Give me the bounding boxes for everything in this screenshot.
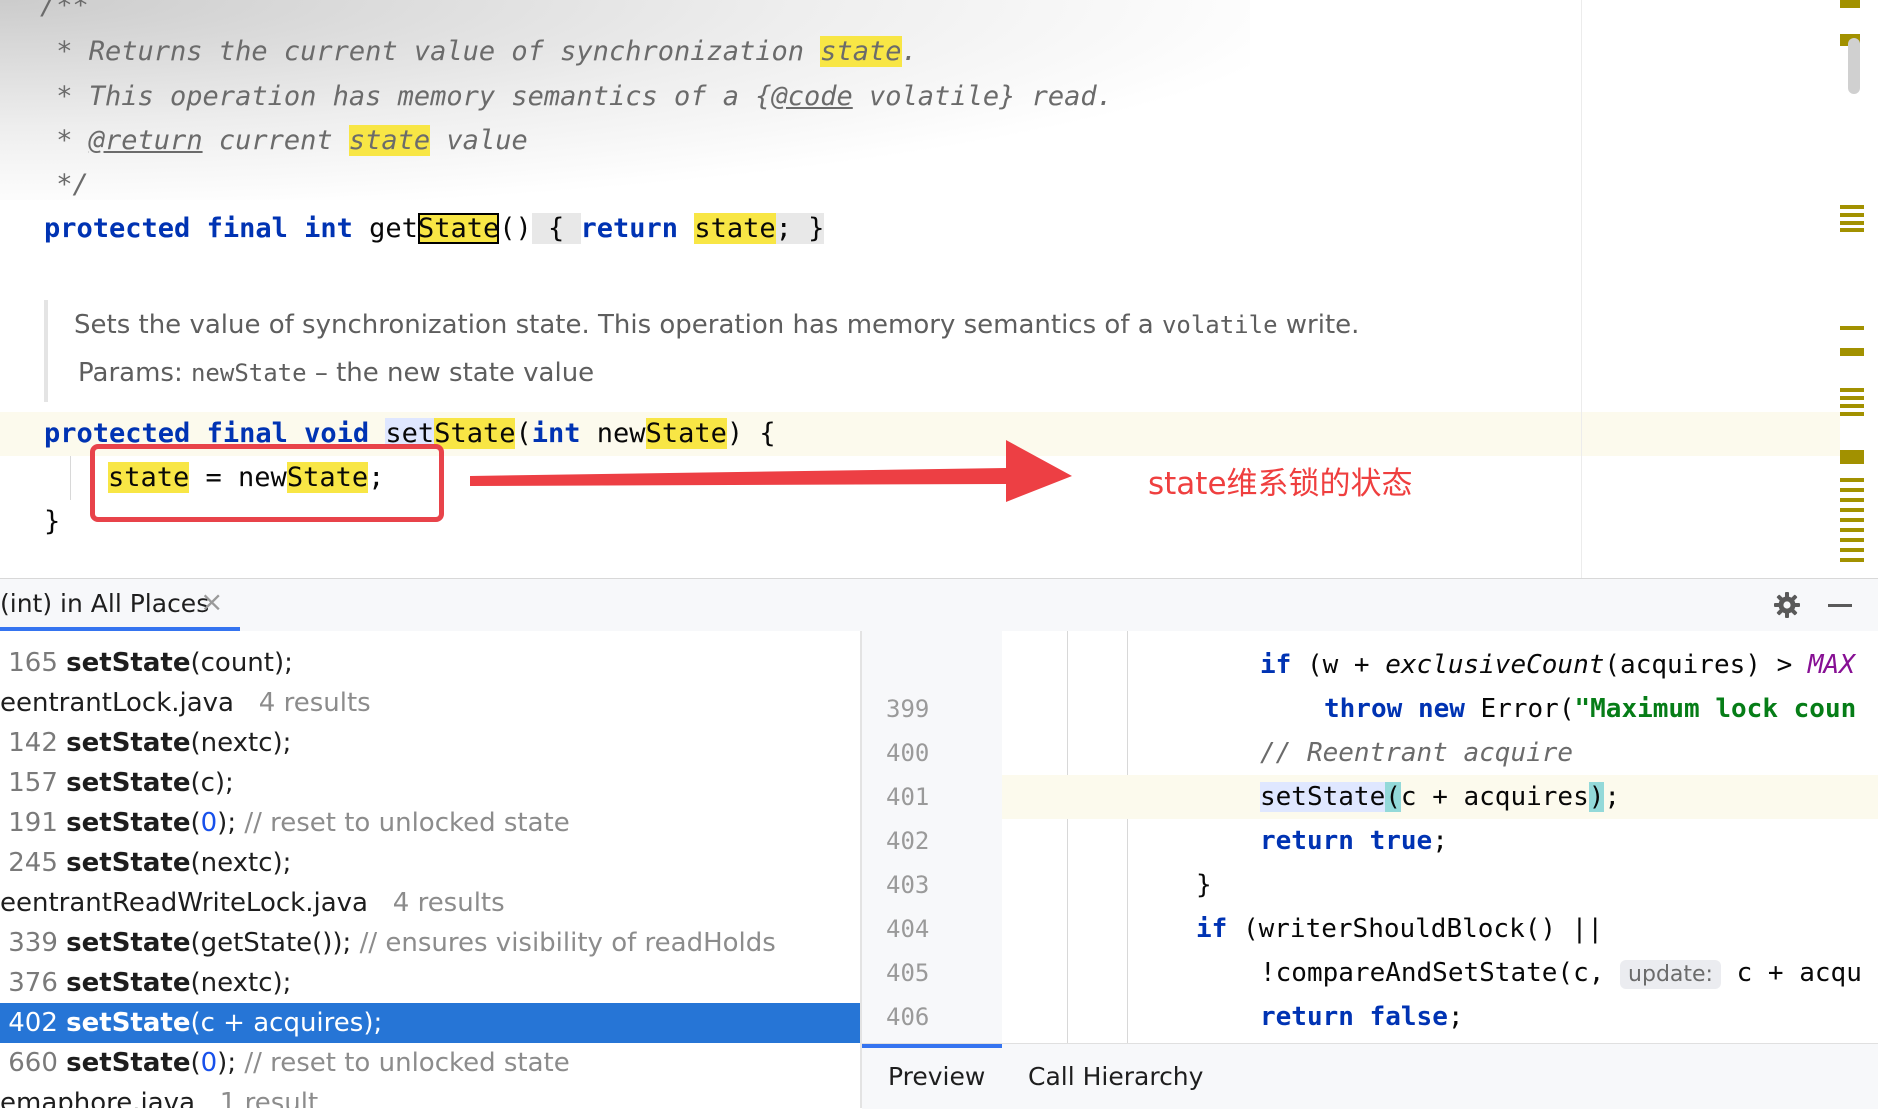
tab-call-hierarchy[interactable]: Call Hierarchy xyxy=(1028,1062,1204,1091)
result-row[interactable]: 191 setState(0); // reset to unlocked st… xyxy=(0,808,570,838)
usage-results-tree[interactable]: 165 setState(count); eentrantLock.java 4… xyxy=(0,631,860,1108)
tab-preview[interactable]: Preview xyxy=(888,1062,986,1091)
preview-line: 403 return true; xyxy=(862,819,1878,899)
result-file-group[interactable]: eentrantReadWriteLock.java 4 results xyxy=(0,888,505,918)
preview-line: 399 if (w + exclusiveCount(acquires) > M… xyxy=(862,643,1878,723)
scroll-marker xyxy=(1840,388,1864,392)
code-editor[interactable]: /** * Returns the current value of synch… xyxy=(0,0,1878,578)
find-tab-title[interactable]: (int) in All Places xyxy=(0,589,210,618)
result-row[interactable]: 165 setState(count); xyxy=(0,648,293,678)
active-tab-indicator xyxy=(0,627,240,631)
preview-current-line: setState(c + acquires); xyxy=(1002,775,1878,819)
setstate-declaration[interactable]: protected final void setState(int newSta… xyxy=(44,418,776,449)
javadoc-line: * @return current state value xyxy=(40,125,528,156)
scroll-marker xyxy=(1840,518,1864,522)
scroll-marker xyxy=(1840,450,1864,464)
panel-splitter[interactable] xyxy=(860,631,862,1108)
scroll-marker xyxy=(1840,404,1864,408)
gear-icon[interactable] xyxy=(1774,592,1800,618)
javadoc-line: * This operation has memory semantics of… xyxy=(40,81,1113,112)
scroll-marker xyxy=(1840,412,1864,416)
line-number: 399 xyxy=(886,695,930,723)
scroll-marker xyxy=(1840,528,1864,532)
result-row[interactable]: 157 setState(c); xyxy=(0,768,234,798)
parameter-hint: update: xyxy=(1620,960,1721,989)
scroll-marker xyxy=(1840,538,1864,542)
result-file-group[interactable]: eentrantLock.java 4 results xyxy=(0,688,371,718)
doc-description: Sets the value of synchronization state.… xyxy=(74,310,1360,340)
minimize-icon[interactable] xyxy=(1828,604,1852,607)
preview-line: 402 xyxy=(862,775,1002,855)
result-row[interactable]: 376 setState(nextc); xyxy=(0,968,292,998)
result-row[interactable]: 660 setState(0); // reset to unlocked st… xyxy=(0,1048,570,1078)
usage-preview-editor[interactable]: 399 if (w + exclusiveCount(acquires) > M… xyxy=(862,631,1878,1043)
line-number: 403 xyxy=(886,871,930,899)
line-number: 405 xyxy=(886,959,930,987)
scroll-marker xyxy=(1840,326,1864,330)
preview-line: 407 return false; xyxy=(862,995,1878,1039)
result-row-selected[interactable]: 402 setState(c + acquires); xyxy=(0,1003,860,1043)
line-number: 404 xyxy=(886,915,930,943)
getstate-declaration[interactable]: protected final int getState() { return … xyxy=(44,213,825,244)
annotation-label: state维系锁的状态 xyxy=(1148,466,1413,502)
indent-guide xyxy=(70,456,71,500)
scroll-marker xyxy=(1840,508,1864,512)
preview-line: 405 if (writerShouldBlock() || xyxy=(862,907,1878,987)
doc-params: Params: newState – the new state value xyxy=(78,358,595,388)
annotation-highlight-box xyxy=(90,444,444,522)
editor-scrollbar-thumb[interactable] xyxy=(1848,38,1860,94)
result-row[interactable]: 142 setState(nextc); xyxy=(0,728,292,758)
scroll-marker xyxy=(1840,205,1864,209)
result-row[interactable]: 339 setState(getState()); // ensures vis… xyxy=(0,928,776,958)
scroll-marker xyxy=(1840,498,1864,502)
closing-brace: } xyxy=(44,506,61,537)
line-number: 401 xyxy=(886,783,930,811)
preview-line: 404 } xyxy=(862,863,1878,943)
state-assignment[interactable]: state = newState; xyxy=(108,462,385,493)
line-number: 402 xyxy=(886,827,930,855)
close-tab-icon[interactable]: × xyxy=(200,585,224,618)
scroll-marker xyxy=(1840,478,1864,482)
scroll-marker xyxy=(1840,488,1864,492)
editor-margin-line xyxy=(1581,0,1582,578)
annotation-arrow xyxy=(470,440,1072,502)
indent-guide xyxy=(1067,631,1068,1043)
line-number: 400 xyxy=(886,739,930,767)
result-row[interactable]: 245 setState(nextc); xyxy=(0,848,292,878)
scroll-marker xyxy=(1840,221,1864,225)
preview-tabs-bar: Preview Call Hierarchy xyxy=(862,1043,1878,1109)
scroll-marker xyxy=(1840,213,1864,217)
scroll-marker xyxy=(1840,228,1864,232)
line-number: 406 xyxy=(886,1003,930,1031)
find-tool-window-header: (int) in All Places × xyxy=(0,578,1878,632)
scroll-marker xyxy=(1840,348,1864,356)
rendered-javadoc: Sets the value of synchronization state.… xyxy=(44,300,1368,402)
scroll-marker xyxy=(1840,396,1864,400)
scroll-marker xyxy=(1840,0,1860,8)
scroll-marker xyxy=(1840,548,1864,552)
preview-line: 401 // Reentrant acquire xyxy=(862,731,1878,811)
line-number-gutter xyxy=(862,631,1002,1043)
javadoc-line: * Returns the current value of synchroni… xyxy=(40,36,918,67)
active-tab-indicator xyxy=(862,1044,1002,1048)
result-file-group[interactable]: emaphore.java 1 result xyxy=(0,1088,319,1108)
indent-guide xyxy=(1127,631,1128,1043)
preview-line: 400 throw new Error("Maximum lock coun xyxy=(862,687,1878,767)
javadoc-line: */ xyxy=(40,169,89,200)
preview-line: 406 !compareAndSetState(c, update: c + a… xyxy=(862,951,1878,1031)
scroll-marker xyxy=(1840,558,1864,562)
javadoc-line: /** xyxy=(40,0,89,21)
